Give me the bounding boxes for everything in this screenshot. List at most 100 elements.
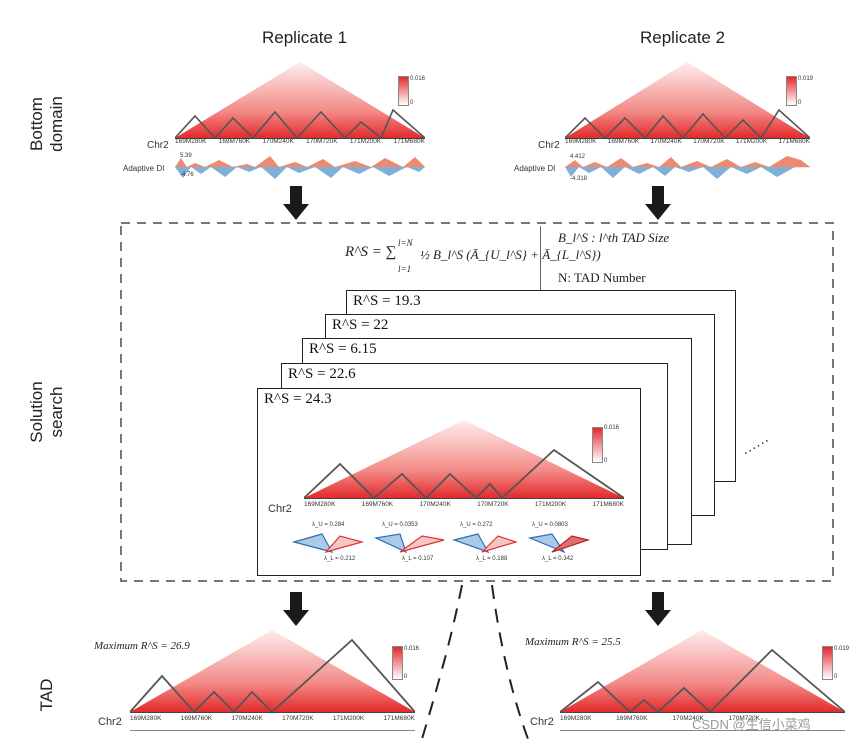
r2-tick: 169M280K — [565, 138, 597, 145]
arrow-down-right-2 — [645, 592, 671, 626]
lambda-triangles-4 — [528, 533, 591, 554]
lambda-item-1: λ_U = 0.284 λ_L = 0.212 — [290, 520, 368, 570]
front-axis — [304, 498, 624, 499]
csdn-watermark: CSDN @生信小菜鸡 — [692, 717, 811, 732]
tad-r1-heat-triangle — [130, 630, 415, 712]
formula-def-number: N: TAD Number — [558, 270, 646, 285]
r1-tick: 170M720K — [306, 138, 338, 145]
tad-r2-axis-extension — [560, 730, 845, 731]
lambda-u-3: λ_U = 0.272 — [460, 522, 493, 528]
front-axis-ticks: 169M280K 169M760K 170M240K 170M720K 171M… — [304, 501, 624, 511]
front-chr-label: Chr2 — [268, 503, 292, 515]
tad-r2-max-label: Maximum R^S = 25.5 — [525, 636, 621, 648]
r1-heatmap — [175, 62, 425, 140]
tad-r1-tick: 171M200K — [332, 715, 365, 722]
lambda-item-4: λ_U = 0.0803 λ_L = 0.342 — [528, 520, 606, 570]
tad-r2-tick: 169M280K — [560, 715, 592, 722]
replicate2-title: Replicate 2 — [640, 28, 726, 47]
r1-axis — [175, 138, 425, 139]
r1-tick: 169M280K — [175, 138, 207, 145]
r2-adaptive-di-label: Adaptive DI — [514, 164, 556, 173]
row-label-domain: domain — [47, 96, 66, 152]
r1-colorbar-max: 0.016 — [410, 76, 426, 82]
r2-chr-label: Chr2 — [538, 140, 560, 151]
row-label-solution-search: Solution search — [27, 367, 67, 457]
front-tad-outline — [304, 448, 624, 500]
tad-r2-axis — [560, 712, 845, 713]
lambda-u-1: λ_U = 0.284 — [312, 522, 345, 528]
lambda-l-2: λ_L = 0.107 — [402, 556, 434, 562]
r2-axis-ticks: 169M280K 169M760K 170M240K 170M720K 171M… — [565, 138, 810, 148]
tad-r1-axis-ticks: 169M280K 169M760K 170M240K 170M720K 171M… — [130, 715, 415, 725]
row-label-bottom-domain: Bottom domain — [27, 79, 67, 169]
formula-def-size: B_l^S : l^th TAD Size — [558, 230, 670, 245]
r2-tick: 169M760K — [607, 138, 640, 145]
solution-frame-5-rs: R^S = 19.3 — [353, 293, 421, 309]
lambda-l-1: λ_L = 0.212 — [324, 556, 356, 562]
arrow-down-left-1 — [283, 186, 309, 220]
tad-r2-tick: 170M720K — [728, 715, 760, 722]
lambda-triangles-3 — [452, 533, 519, 554]
r1-di-min: -4.76 — [180, 172, 194, 178]
arrow-down-right-1 — [645, 186, 671, 220]
arrow-down-left-2 — [283, 592, 309, 626]
tad-r1-chr-label: Chr2 — [98, 716, 122, 728]
tad-r1-axis — [130, 712, 415, 713]
formula-sum-upper: l=N — [398, 238, 413, 248]
tad-r1-heatmap — [130, 630, 415, 714]
tad-r2-heat-triangle — [560, 630, 845, 712]
row-label-solution: Solution — [27, 381, 46, 443]
lambda-item-2: λ_U = 0.0353 λ_L = 0.107 — [372, 520, 450, 570]
tad-r2-colorbar — [822, 646, 833, 680]
r1-adaptive-di-label: Adaptive DI — [123, 164, 165, 173]
front-tick: 170M720K — [477, 501, 509, 508]
front-colorbar-min: 0 — [604, 458, 608, 464]
r2-tick: 170M240K — [650, 138, 682, 145]
r2-adaptive-di-track — [565, 156, 810, 179]
lambda-row: λ_U = 0.284 λ_L = 0.212 λ_U = 0.0353 λ_L… — [290, 520, 610, 570]
r2-di-positive — [565, 156, 810, 167]
lambda-triangles-1 — [292, 533, 365, 554]
front-tick: 169M760K — [361, 501, 394, 508]
r1-colorbar-min: 0 — [410, 100, 414, 106]
r2-colorbar-max: 0.019 — [798, 76, 814, 82]
tad-r2-tick: 170M240K — [672, 715, 704, 722]
tad-r1-axis-extension — [130, 730, 415, 731]
r1-di-max: 5.39 — [180, 153, 192, 159]
row-label-bottom: Bottom — [27, 97, 46, 151]
tad-r1-colorbar-max: 0.016 — [404, 646, 420, 652]
formula-sum-lower: l=1 — [398, 264, 412, 274]
solution-frame-2-rs: R^S = 22.6 — [288, 366, 356, 382]
r2-tick: 171M680K — [778, 138, 810, 145]
r2-tick: 171M200K — [735, 138, 768, 145]
solution-search-box — [120, 222, 834, 582]
r2-tick: 170M720K — [693, 138, 725, 145]
tad-r2-heatmap — [560, 630, 845, 714]
r1-adaptive-di-track — [175, 156, 425, 179]
formula-bracket — [540, 226, 541, 290]
r1-tick: 171M200K — [349, 138, 382, 145]
r2-colorbar — [786, 76, 797, 106]
tad-r1-tick: 169M280K — [130, 715, 162, 722]
lambda-l-3: λ_L = 0.188 — [476, 556, 508, 562]
r1-chr-label: Chr2 — [147, 140, 169, 151]
r2-heat-triangle — [565, 62, 810, 138]
r1-tick: 171M680K — [393, 138, 425, 145]
r1-tick: 169M760K — [218, 138, 251, 145]
tad-r1-tick: 169M760K — [180, 715, 213, 722]
formula-lhs: R^S = ∑ — [345, 244, 396, 261]
r1-heat-triangle — [175, 62, 425, 138]
row-label-search: search — [47, 386, 66, 438]
r2-axis — [565, 138, 810, 139]
r1-axis-ticks: 169M280K 169M760K 170M240K 170M720K 171M… — [175, 138, 425, 148]
tad-r1-tick: 170M240K — [231, 715, 263, 722]
r2-di-max: 4.412 — [570, 154, 586, 160]
tad-r1-colorbar-min: 0 — [404, 674, 408, 680]
tad-r2-tick: 169M760K — [616, 715, 648, 722]
tad-r2-axis-ticks: 169M280K 169M760K 170M240K 170M720K — [560, 715, 760, 725]
solution-frame-4-rs: R^S = 22 — [332, 317, 389, 333]
r2-colorbar-min: 0 — [798, 100, 802, 106]
tad-r1-tick: 171M680K — [383, 715, 415, 722]
front-tick: 171M680K — [592, 501, 624, 508]
front-colorbar-max: 0.016 — [604, 425, 620, 431]
